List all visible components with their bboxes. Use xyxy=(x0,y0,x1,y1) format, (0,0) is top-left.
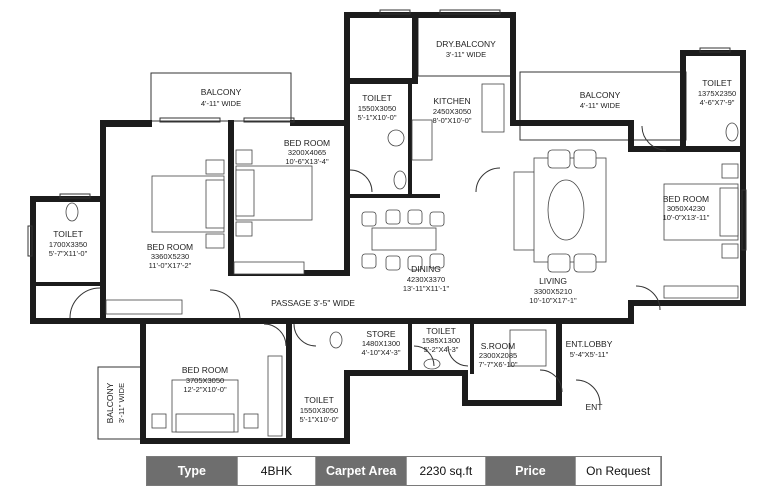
balcony-right-size: 4'-11" WIDE xyxy=(580,101,620,110)
bedroom-right-name: BED ROOM xyxy=(663,194,709,204)
toilet-top-right-name: TOILET xyxy=(702,78,732,88)
bedroom-bottom-dim1: 3705X3050 xyxy=(186,376,224,385)
kitchen-name: KITCHEN xyxy=(433,96,470,106)
toilet-left-dim2: 5'-7"X11'-0" xyxy=(49,249,88,258)
balcony-bottom-name: BALCONY xyxy=(105,382,115,423)
toilet-mid-dim1: 1585X1300 xyxy=(422,336,460,345)
store-dim2: 4'-10"X4'-3" xyxy=(361,348,400,357)
dry-balcony-size: 3'-11" WIDE xyxy=(446,50,486,59)
bedroom-left-name: BED ROOM xyxy=(147,242,193,252)
floor-plan: DRY.BALCONY 3'-11" WIDE BALCONY 4'-11" W… xyxy=(27,9,747,444)
toilet-mid-dim2: 5'-2"X4'-3" xyxy=(424,345,459,354)
s-room-dim2: 7'-7"X6'-10" xyxy=(478,360,517,369)
living-name: LIVING xyxy=(539,276,567,286)
entry-label: ENT xyxy=(586,402,603,412)
bedroom-bottom-name: BED ROOM xyxy=(182,365,228,375)
toilet-top-dim1: 1550X3050 xyxy=(358,104,396,113)
bedroom-upper-dim1: 3200X4065 xyxy=(288,148,326,157)
price-value: On Request xyxy=(575,457,661,485)
dining-name: DINING xyxy=(411,264,441,274)
bedroom-bottom-dim2: 12'-2"X10'-0" xyxy=(183,385,227,394)
living-dim2: 10'-10"X17'-1" xyxy=(529,296,577,305)
bedroom-upper-name: BED ROOM xyxy=(284,138,330,148)
kitchen-dim1: 2450X3050 xyxy=(433,107,471,116)
toilet-top-right-dim2: 4'-6"X7'-9" xyxy=(700,98,735,107)
balcony-left-outline xyxy=(150,72,292,122)
balcony-left-size: 4'-11" WIDE xyxy=(201,99,241,108)
toilet-left-name: TOILET xyxy=(53,229,83,239)
toilet-top-right-dim1: 1375X2350 xyxy=(698,89,736,98)
dining-table xyxy=(371,227,437,251)
ent-lobby-name: ENT.LOBBY xyxy=(566,339,613,349)
toilet-mid-name: TOILET xyxy=(426,326,456,336)
bedroom-left-dim1: 3360X5230 xyxy=(151,252,189,261)
info-bar: Type 4BHK Carpet Area 2230 sq.ft Price O… xyxy=(146,456,662,486)
balcony-right-name: BALCONY xyxy=(580,90,621,100)
s-room-name: S.ROOM xyxy=(481,341,515,351)
passage-name: PASSAGE 3'-5" WIDE xyxy=(271,298,355,308)
toilet-bottom-dim2: 5'-1"X10'-0" xyxy=(299,415,338,424)
s-room-dim1: 2300X2085 xyxy=(479,351,517,360)
bedroom-right-dim1: 3050X4230 xyxy=(667,204,705,213)
store-name: STORE xyxy=(366,329,395,339)
toilet-top-name: TOILET xyxy=(362,93,392,103)
bedroom-upper-dim2: 10'-6"X13'-4" xyxy=(285,157,329,166)
bedroom-left-dim2: 11'-0"X17'-2" xyxy=(149,261,192,270)
dining-dim1: 4230X3370 xyxy=(407,275,445,284)
store-dim1: 1480X1300 xyxy=(362,339,400,348)
toilet-bottom-dim1: 1550X3050 xyxy=(300,406,338,415)
type-label: Type xyxy=(147,457,237,485)
door-swings xyxy=(69,125,667,405)
kitchen-dim2: 8'-0"X10'-0" xyxy=(432,116,471,125)
carpet-area-label: Carpet Area xyxy=(316,457,406,485)
toilet-bottom-name: TOILET xyxy=(304,395,334,405)
furniture xyxy=(65,83,739,437)
ent-lobby-dim: 5'-4"X5'-11" xyxy=(570,350,609,359)
dining-dim2: 13'-11"X11'-1" xyxy=(403,284,450,293)
windows xyxy=(27,9,747,257)
balcony-bottom-size: 3'-11" WIDE xyxy=(117,383,126,423)
bedroom-right-dim2: 10'-0"X13'-11" xyxy=(663,213,710,222)
toilet-top-dim2: 5'-1"X10'-0" xyxy=(357,113,396,122)
type-value: 4BHK xyxy=(236,457,317,485)
price-label: Price xyxy=(485,457,576,485)
toilet-left-dim1: 1700X3350 xyxy=(49,240,87,249)
carpet-area-value: 2230 sq.ft xyxy=(405,457,486,485)
dry-balcony-name: DRY.BALCONY xyxy=(436,39,496,49)
balcony-left-name: BALCONY xyxy=(201,87,242,97)
living-dim1: 3300X5210 xyxy=(534,287,572,296)
